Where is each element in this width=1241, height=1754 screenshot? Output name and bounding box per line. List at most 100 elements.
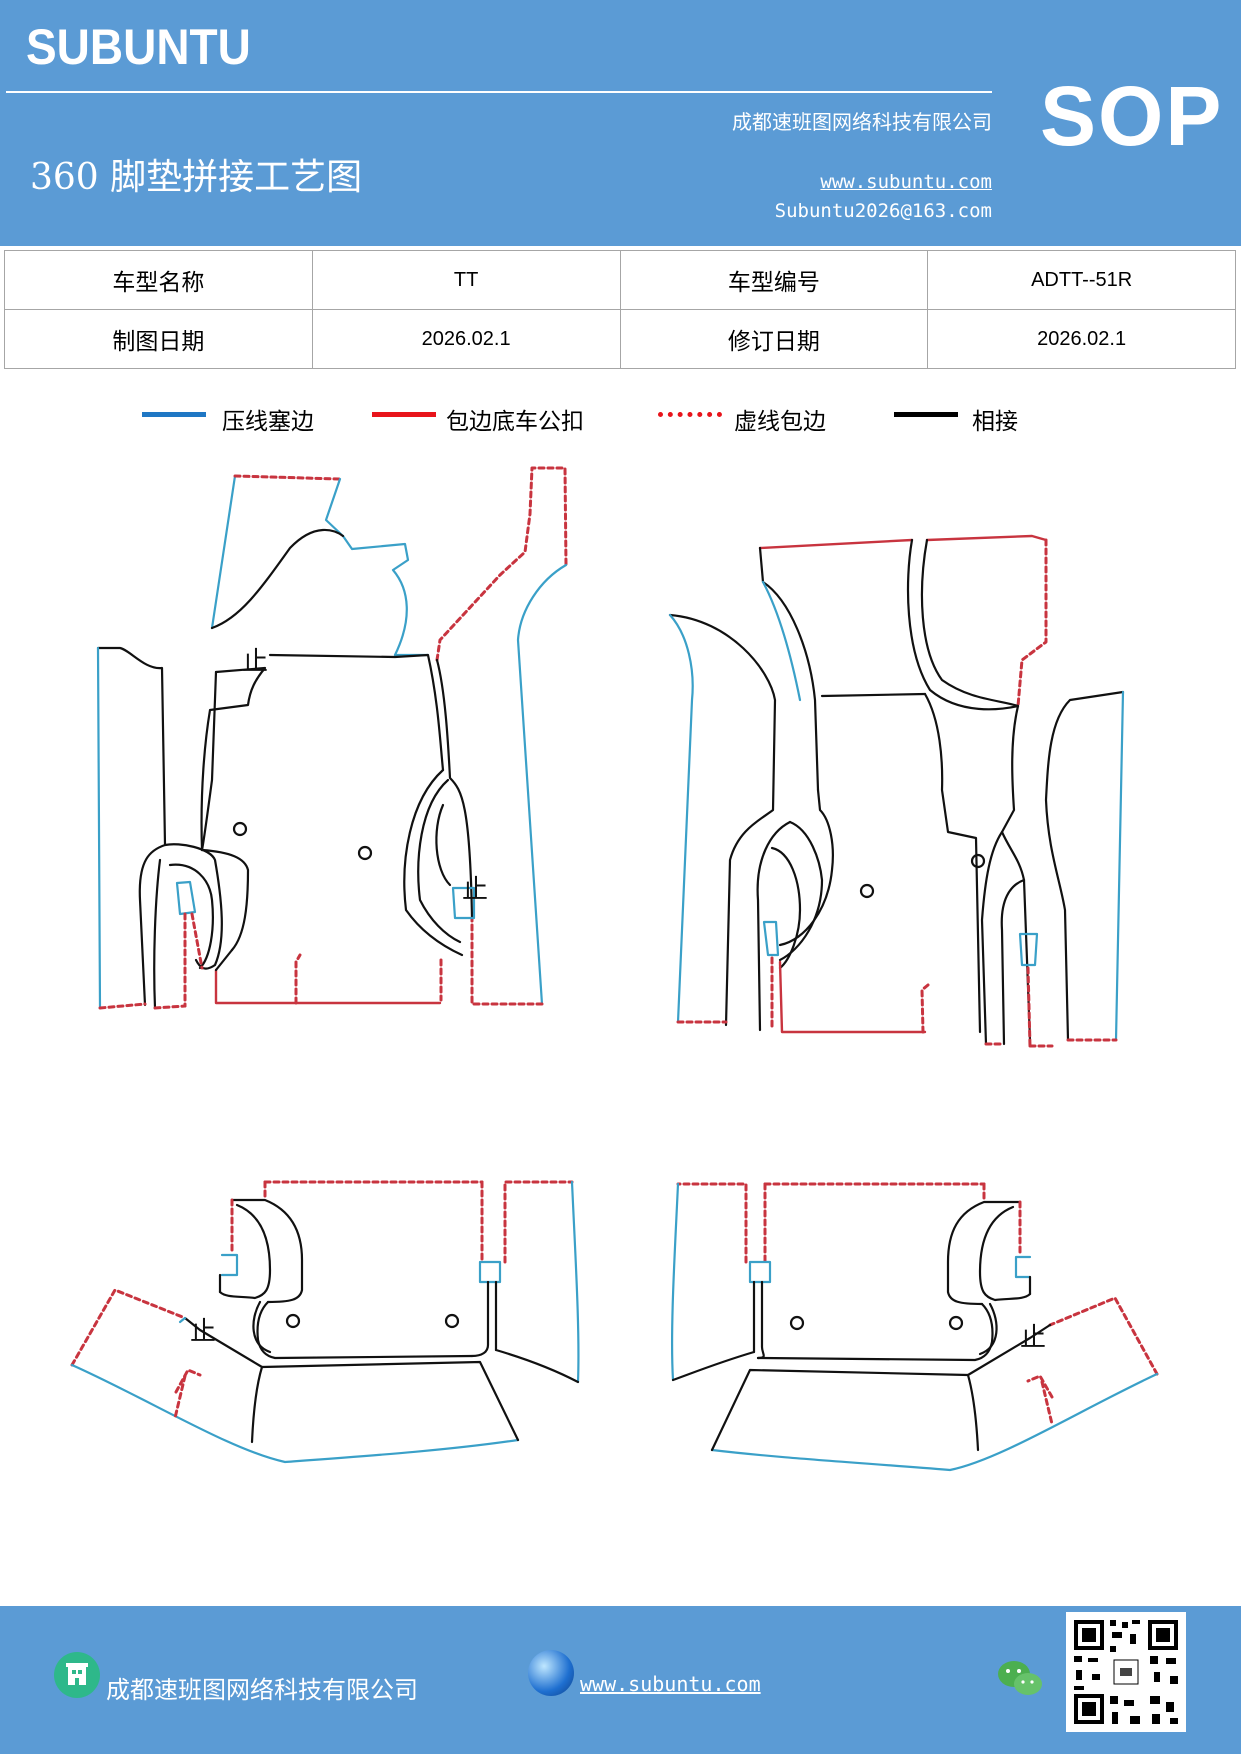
- edge-black: [906, 538, 1020, 711]
- hole-marker: [859, 883, 875, 899]
- clip-slot: [478, 1260, 502, 1284]
- legend-label: 虚线包边: [734, 409, 826, 435]
- edge-red-dotted: [435, 466, 568, 662]
- hole-marker: [285, 1313, 301, 1329]
- globe-icon: [528, 1650, 574, 1696]
- line-legend: 压线塞边 包边底车公扣 虚线包边 相接: [0, 398, 1241, 438]
- edge-black: [200, 670, 218, 852]
- edge-red-dotted: [1048, 1296, 1159, 1376]
- edge-blue: [70, 1363, 520, 1464]
- hole-marker: [948, 1315, 964, 1331]
- edge-blue: [178, 1316, 187, 1324]
- clip-slot: [1014, 1255, 1032, 1279]
- header-email: Subuntu2026@163.com: [774, 200, 992, 222]
- clip-slot: [748, 1260, 772, 1284]
- edge-black: [256, 1300, 474, 1360]
- edge-red-dotted: [153, 1004, 187, 1010]
- legend-swatch-red: [372, 412, 436, 417]
- mat-front-left: 止 止: [96, 466, 568, 1010]
- edge-black: [710, 1368, 970, 1452]
- edge-black: [403, 768, 464, 957]
- edge-black: [778, 820, 824, 962]
- edge-red-dotted: [1026, 1374, 1054, 1399]
- edge-black: [770, 846, 802, 970]
- edge-blue: [210, 474, 237, 630]
- edge-black: [758, 546, 820, 792]
- stop-mark: 止: [1020, 1323, 1046, 1353]
- legend-label: 包边底车公扣: [446, 409, 584, 435]
- edge-blue: [670, 1182, 680, 1382]
- brand-logo: SUBUNTU: [26, 19, 251, 75]
- edge-blue: [668, 613, 694, 1024]
- table-row: 车型名称 TT 车型编号 ADTT--51R: [4, 250, 1236, 310]
- edge-blue: [516, 563, 568, 1006]
- edge-black: [470, 1280, 490, 1358]
- legend-swatch-red-dotted: [658, 412, 722, 417]
- footer-website-link[interactable]: www.subuntu.com: [580, 1672, 761, 1696]
- edge-black: [756, 820, 792, 1032]
- edge-black: [260, 1360, 520, 1442]
- legend-swatch-black: [894, 412, 958, 417]
- edge-red-dotted: [1040, 1380, 1054, 1426]
- edge-black: [1000, 704, 1032, 1042]
- edge-blue: [761, 580, 802, 702]
- edge-black: [494, 1348, 580, 1384]
- edge-red-dotted: [294, 953, 302, 1005]
- edge-red-dotted: [173, 1374, 187, 1420]
- legend-label: 压线塞边: [222, 409, 314, 435]
- edge-red-dotted: [1026, 966, 1032, 1048]
- edge-black: [978, 1205, 1032, 1302]
- footer-banner: 成都速班图网络科技有限公司 www.subuntu.com: [0, 1606, 1241, 1754]
- edge-black: [946, 1200, 1022, 1306]
- edge-black: [923, 692, 982, 1034]
- building-icon: [54, 1652, 100, 1698]
- edge-black: [153, 858, 162, 1010]
- edge-black: [435, 803, 452, 887]
- clip-slot: [762, 920, 780, 957]
- edge-red-dotted: [233, 474, 342, 481]
- mat-front-right: [668, 534, 1125, 1048]
- edge-black: [218, 1203, 272, 1300]
- edge-black: [671, 1350, 756, 1382]
- edge-black: [756, 1280, 765, 1360]
- edge-red-dotted: [70, 1288, 187, 1367]
- edge-blue: [570, 1180, 580, 1384]
- edge-red-dotted: [920, 983, 930, 1034]
- hole-marker: [357, 845, 373, 861]
- legend-label: 相接: [972, 409, 1018, 435]
- edge-blue: [96, 646, 102, 1010]
- edge-red-dotted: [503, 1180, 574, 1264]
- edge-black: [1000, 878, 1026, 1046]
- edge-black: [978, 1302, 998, 1356]
- header-website-link[interactable]: www.subuntu.com: [820, 171, 992, 193]
- edge-red-dotted: [98, 1002, 147, 1010]
- mat-rear-right: 止: [670, 1182, 1159, 1472]
- model-code-label: 车型编号: [619, 250, 929, 310]
- stop-mark: 止: [190, 1317, 216, 1347]
- edge-red: [758, 538, 914, 550]
- header-company: 成都速班图网络科技有限公司: [732, 110, 992, 134]
- edge-blue: [1114, 690, 1125, 1042]
- edge-black: [778, 788, 834, 947]
- edge-black: [214, 948, 234, 972]
- hole-marker: [970, 853, 986, 869]
- legend-swatch-blue: [142, 412, 206, 417]
- edge-red: [778, 960, 927, 1034]
- vehicle-info-table: 车型名称 TT 车型编号 ADTT--51R 制图日期 2026.02.1 修订…: [4, 250, 1236, 369]
- edge-black: [820, 692, 927, 698]
- edge-red: [214, 968, 442, 1005]
- hole-marker: [444, 1313, 460, 1329]
- hole-marker: [232, 821, 248, 837]
- hole-marker: [789, 1315, 805, 1331]
- page-title: 360 脚垫拼接工艺图: [30, 157, 363, 198]
- edge-black: [980, 830, 1004, 1046]
- stop-mark: 止: [462, 875, 488, 905]
- wechat-icon[interactable]: [996, 1658, 1044, 1700]
- edge-black: [163, 843, 223, 970]
- edge-black: [200, 666, 267, 852]
- clip-slot: [175, 880, 197, 916]
- edge-black: [417, 778, 462, 944]
- model-name-label: 车型名称: [4, 250, 313, 310]
- model-name-value: TT: [311, 250, 621, 310]
- qr-code: [1066, 1612, 1186, 1732]
